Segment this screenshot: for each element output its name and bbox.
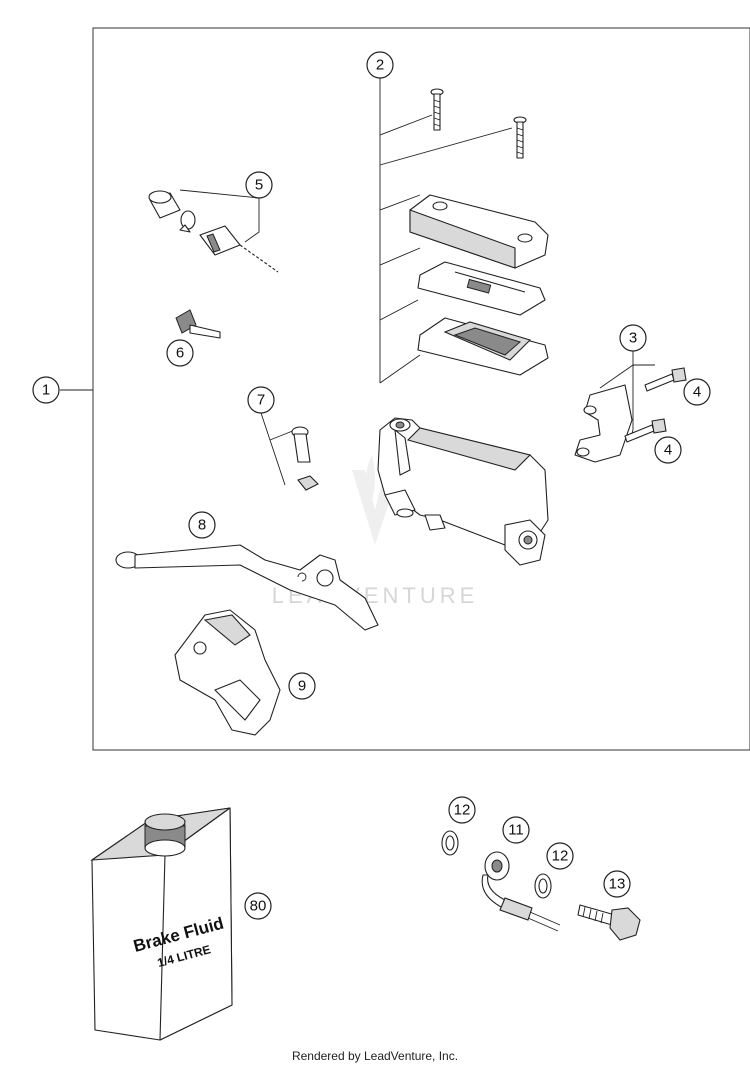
callout-2-label: 2 <box>376 57 384 74</box>
callout-13[interactable]: 13 <box>603 870 631 898</box>
brake-fluid-bottle <box>90 807 233 1041</box>
brake-lever <box>115 544 379 631</box>
washer-1 <box>441 830 459 856</box>
cover-screw-2 <box>513 116 527 159</box>
pivot-bolt <box>291 426 319 491</box>
callout-4a[interactable]: 4 <box>683 378 711 406</box>
callout-1[interactable]: 1 <box>32 376 60 404</box>
master-cylinder-body <box>377 417 549 566</box>
callout-5[interactable]: 5 <box>245 171 273 199</box>
callout-8-label: 8 <box>198 517 206 534</box>
callout-9-label: 9 <box>298 678 306 695</box>
callout-9[interactable]: 9 <box>288 672 316 700</box>
assembly-frame <box>92 27 750 751</box>
callout-3-label: 3 <box>629 330 637 347</box>
brake-hose <box>481 851 561 932</box>
callout-12a[interactable]: 12 <box>448 796 476 824</box>
callout-11-label: 11 <box>508 822 524 839</box>
callout-1-label: 1 <box>42 382 50 399</box>
callout-7-label: 7 <box>257 392 265 409</box>
callout-4b-label: 4 <box>664 442 672 459</box>
rubber-diaphragm <box>417 317 549 376</box>
callout-11[interactable]: 11 <box>502 816 530 844</box>
callout-12b-label: 12 <box>552 848 569 865</box>
callout-6[interactable]: 6 <box>166 339 194 367</box>
footer-credit: Rendered by LeadVenture, Inc. <box>292 1049 458 1063</box>
callout-12b[interactable]: 12 <box>546 842 574 870</box>
callout-13-label: 13 <box>609 876 626 893</box>
bleeder-valve <box>175 309 221 339</box>
lever-dust-boot <box>174 609 281 736</box>
banjo-bolt <box>577 904 641 941</box>
callout-12a-label: 12 <box>454 802 471 819</box>
callout-80-label: 80 <box>250 898 267 915</box>
callout-7[interactable]: 7 <box>247 386 275 414</box>
piston-kit <box>148 190 279 273</box>
callout-3[interactable]: 3 <box>619 324 647 352</box>
clamp-bolt-2 <box>624 418 667 443</box>
callout-4b[interactable]: 4 <box>654 436 682 464</box>
callout-8[interactable]: 8 <box>188 511 216 539</box>
callout-2[interactable]: 2 <box>366 51 394 79</box>
callout-4a-label: 4 <box>693 384 701 401</box>
callout-6-label: 6 <box>176 345 184 362</box>
handlebar-clamp <box>574 384 633 463</box>
callout-80[interactable]: 80 <box>244 892 272 920</box>
clamp-bolt-1 <box>644 367 687 392</box>
cover-screw-1 <box>430 88 444 131</box>
reservoir-cover <box>409 194 549 269</box>
washer-2 <box>534 873 552 899</box>
callout-5-label: 5 <box>255 177 263 194</box>
diaphragm-plate <box>417 261 546 316</box>
